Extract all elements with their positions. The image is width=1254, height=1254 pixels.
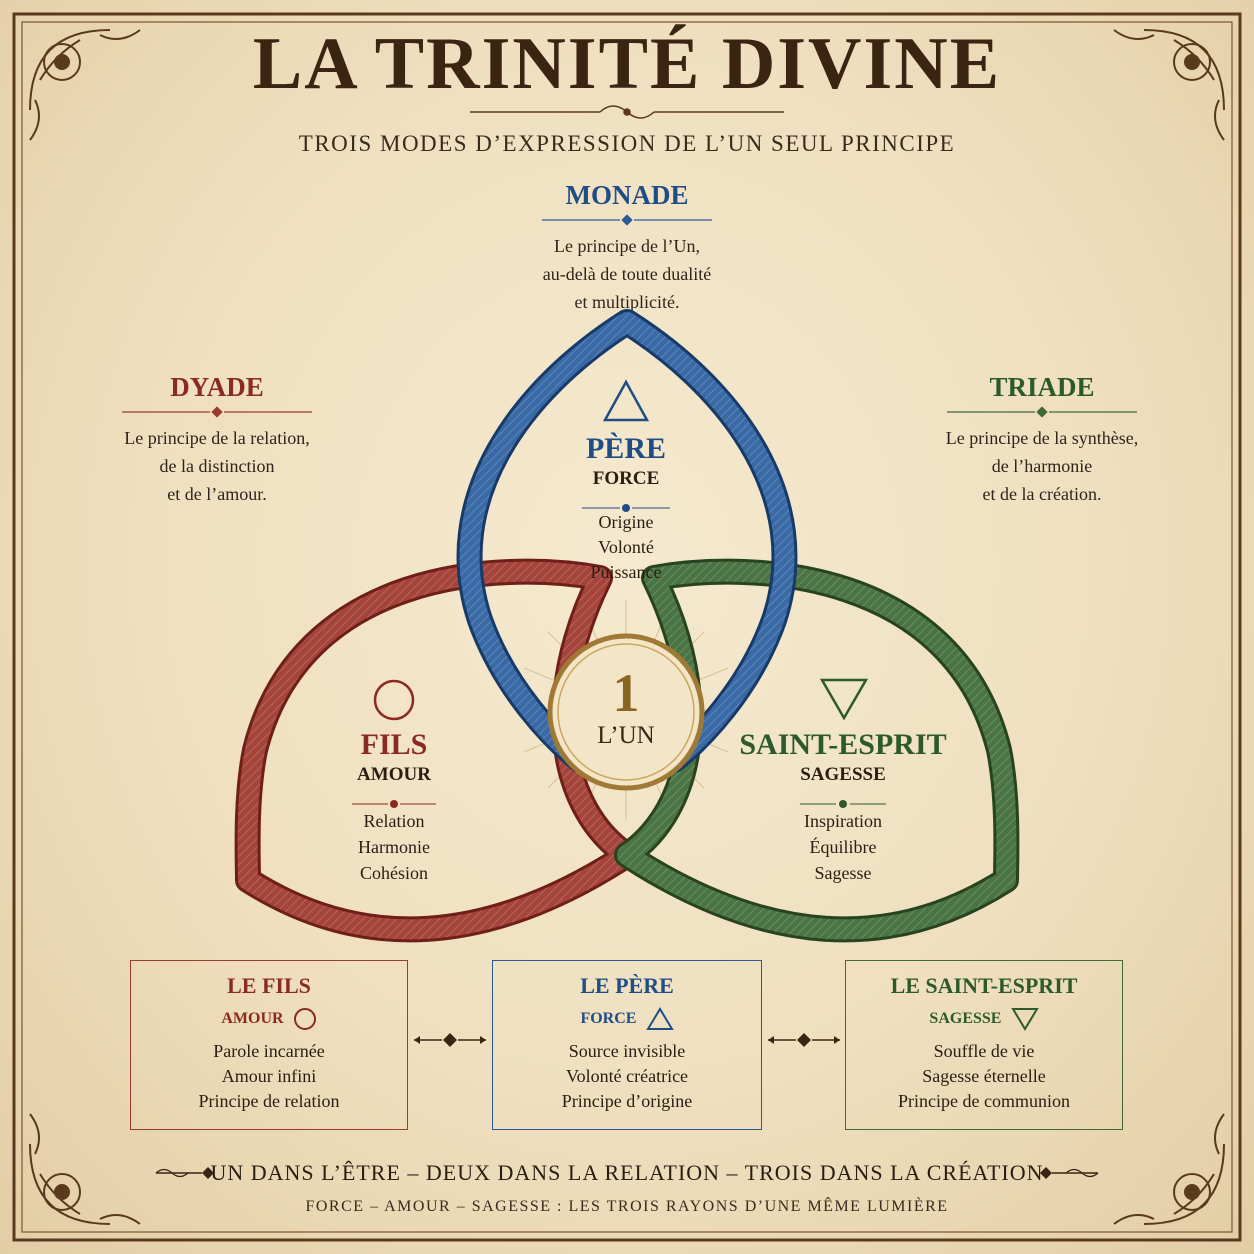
dyade-title: DYADE [170,372,264,402]
dyade-line: et de l’amour. [167,484,267,504]
triangle-down-icon [1010,1008,1039,1031]
triade-title: TRIADE [989,372,1095,402]
circle-icon [293,1008,316,1030]
pere-divider-icon [582,504,670,512]
fils-name: FILS [360,728,428,761]
monade-title: MONADE [565,180,689,210]
card-pere-line: Principe d’origine [561,1091,693,1111]
esprit-attribute: SAGESSE [800,764,886,785]
card-fils-line: Parole incarnée [213,1041,325,1061]
triade-divider-icon [947,406,1137,418]
triade-line: et de la création. [982,484,1102,504]
esprit-word: Inspiration [804,811,882,831]
card-connector-icon [768,1033,840,1047]
fils-word: Relation [363,811,425,831]
card-pere-title: LE PÈRE [580,973,674,998]
footer-flourish-icon [155,1167,214,1179]
fils-divider-icon [352,800,436,808]
pere-attribute: FORCE [592,468,660,489]
dyade-divider-icon [122,406,312,418]
card-pere-line: Volonté créatrice [565,1066,689,1086]
corner-ornament-icon [1113,1113,1225,1225]
triade-section: TRIADE Le principe de la synthèse, de l’… [902,372,1182,508]
esprit-name: SAINT-ESPRIT [739,728,947,761]
card-pere-attr-row: FORCE [493,1007,761,1031]
card-esprit-line: Sagesse éternelle [922,1066,1046,1086]
fils-word: Harmonie [358,837,430,857]
dyade-line: de la distinction [159,456,275,476]
center-medallion [547,633,705,791]
card-esprit-title: LE SAINT-ESPRIT [890,973,1078,998]
card-esprit: LE SAINT-ESPRIT SAGESSE Souffle de vie S… [845,960,1123,1130]
card-fils: LE FILS AMOUR Parole incarnée Amour infi… [130,960,408,1130]
card-fils-line: Principe de relation [198,1091,340,1111]
footer-tagline: UN DANS L’ÊTRE – DEUX DANS LA RELATION –… [210,1160,1044,1185]
esprit-word: Sagesse [814,863,872,883]
card-esprit-line: Souffle de vie [933,1041,1035,1061]
card-pere-line: Source invisible [568,1041,686,1061]
page-subtitle: TROIS MODES D’EXPRESSION DE L’UN SEUL PR… [298,131,956,156]
monade-line: Le principe de l’Un, [554,236,700,256]
card-esprit-attribute: SAGESSE [929,1010,1002,1027]
corner-ornament-icon [29,29,141,141]
center-label: L’UN [597,722,655,749]
title-flourish-icon [470,105,784,119]
triangle-up-icon [602,379,650,422]
card-fils-line: Amour infini [221,1066,317,1086]
card-esprit-line: Principe de communion [898,1091,1070,1111]
footer-flourish-icon [1040,1167,1099,1179]
card-pere-attribute: FORCE [580,1010,637,1027]
page-title: LA TRINITÉ DIVINE [252,23,1002,105]
corner-ornament-icon [1113,29,1225,141]
card-fils-attr-row: AMOUR [131,1007,407,1031]
fils-word: Cohésion [359,863,428,883]
card-esprit-attr-row: SAGESSE [846,1007,1122,1031]
triade-line: de l’harmonie [991,456,1093,476]
monade-section: MONADE Le principe de l’Un, au-delà de t… [447,180,807,316]
pere-word: Volonté [598,537,654,557]
fils-attribute: AMOUR [357,764,431,785]
triade-line: Le principe de la synthèse, [945,428,1139,448]
dyade-line: Le principe de la relation, [124,428,310,448]
pere-label-group: PÈRE FORCE Origine Volonté Puissance [526,432,726,585]
dyade-section: DYADE Le principe de la relation, de la … [82,372,352,508]
triangle-up-icon [645,1007,674,1030]
card-pere: LE PÈRE FORCE Source invisible Volonté c… [492,960,762,1130]
esprit-word: Équilibre [809,837,877,857]
footer-subtagline: FORCE – AMOUR – SAGESSE : LES TROIS RAYO… [305,1198,949,1215]
pere-word: Origine [598,512,654,532]
esprit-label-group: SAINT-ESPRIT SAGESSE Inspiration Équilib… [713,728,973,886]
monade-divider-icon [542,214,712,226]
corner-ornament-icon [29,1113,141,1225]
card-fils-attribute: AMOUR [221,1010,284,1027]
center-label-group: 1 L’UN [566,664,686,750]
circle-icon [373,679,415,721]
card-connector-icon [414,1033,486,1047]
center-number: 1 [612,663,640,723]
pere-name: PÈRE [585,432,666,465]
fils-label-group: FILS AMOUR Relation Harmonie Cohésion [294,728,494,886]
monade-line: au-delà de toute dualité [542,264,712,284]
card-fils-title: LE FILS [227,973,311,998]
esprit-divider-icon [800,800,886,808]
triangle-down-icon [819,678,869,721]
pere-word: Puissance [590,562,662,582]
monade-line: et multiplicité. [574,292,680,312]
